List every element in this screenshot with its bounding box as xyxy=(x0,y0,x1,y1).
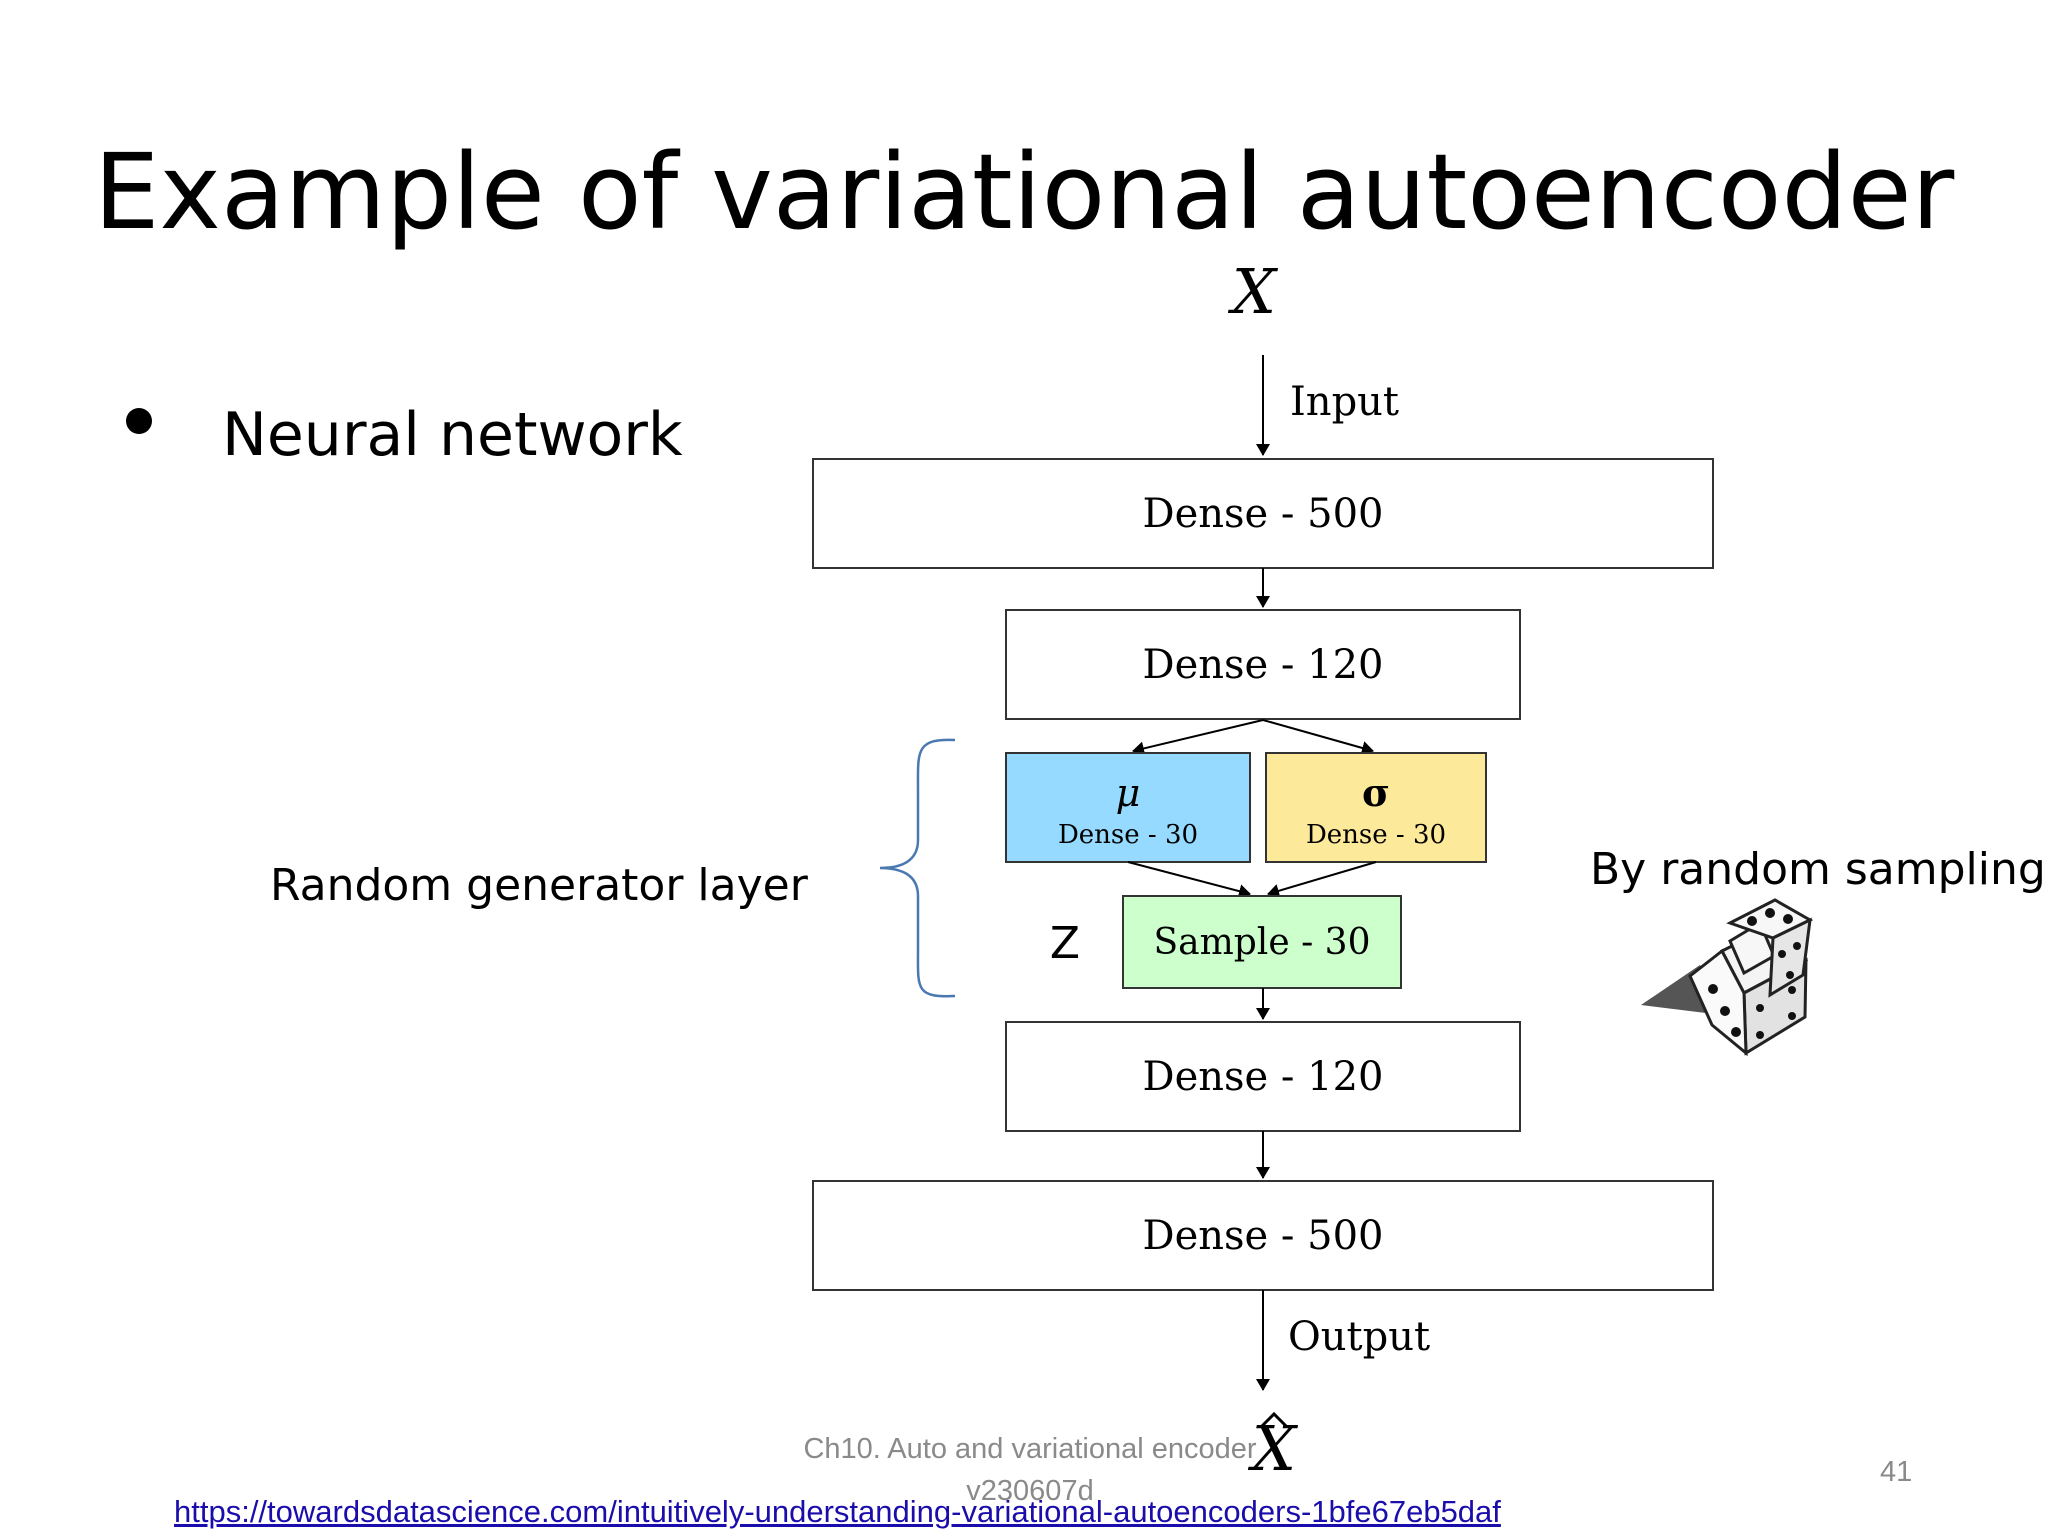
encoder-dense-500-label: Dense - 500 xyxy=(1143,491,1384,537)
slide-title: Example of variational autoencoder xyxy=(93,131,1955,253)
encoder-dense-120-label: Dense - 120 xyxy=(1143,642,1384,688)
encoder-dense-500-box xyxy=(812,458,1714,569)
footer: Ch10. Auto and variational encoder v2306… xyxy=(700,1428,1360,1512)
random-generator-label: Random generator layer xyxy=(270,860,808,911)
z-label: Z xyxy=(1050,918,1080,969)
output-symbol: X xyxy=(1248,1412,1299,1485)
arrow-to-sigma xyxy=(1262,719,1374,755)
decoder-dense-120-label: Dense - 120 xyxy=(1143,1054,1384,1100)
encoder-dense-120-box xyxy=(1005,609,1521,720)
sample-label: Sample - 30 xyxy=(1154,922,1371,963)
bullet-marker xyxy=(126,408,152,434)
sigma-symbol: σ xyxy=(1362,770,1390,815)
mu-box xyxy=(1005,752,1251,863)
random-generator-brace xyxy=(879,738,956,998)
sample-box xyxy=(1122,895,1402,989)
page-number: 41 xyxy=(1880,1456,1913,1488)
mu-symbol: μ xyxy=(1116,771,1141,815)
input-symbol: X xyxy=(1228,255,1279,328)
random-sampling-label: By random sampling xyxy=(1590,844,2046,895)
footer-line-2: v230607d xyxy=(966,1475,1094,1507)
arrow-to-mu xyxy=(1132,719,1264,756)
input-label: Input xyxy=(1290,379,1399,425)
dice-icon xyxy=(1641,898,1814,1057)
arrow-mu-to-sample xyxy=(1127,861,1251,898)
output-label: Output xyxy=(1288,1314,1430,1360)
decoder-dense-500-label: Dense - 500 xyxy=(1143,1213,1384,1259)
mu-layer-label: Dense - 30 xyxy=(1058,820,1198,850)
bullet-text: Neural network xyxy=(222,400,683,470)
sigma-box xyxy=(1265,752,1487,863)
decoder-dense-500-box xyxy=(812,1180,1714,1291)
arrow-sigma-to-sample xyxy=(1267,861,1377,898)
decoder-dense-120-box xyxy=(1005,1021,1521,1132)
output-hat xyxy=(1260,1411,1288,1428)
sigma-layer-label: Dense - 30 xyxy=(1306,820,1446,850)
source-link[interactable]: https://towardsdatascience.com/intuitive… xyxy=(174,1494,1501,1529)
footer-line-1: Ch10. Auto and variational encoder xyxy=(803,1433,1257,1465)
